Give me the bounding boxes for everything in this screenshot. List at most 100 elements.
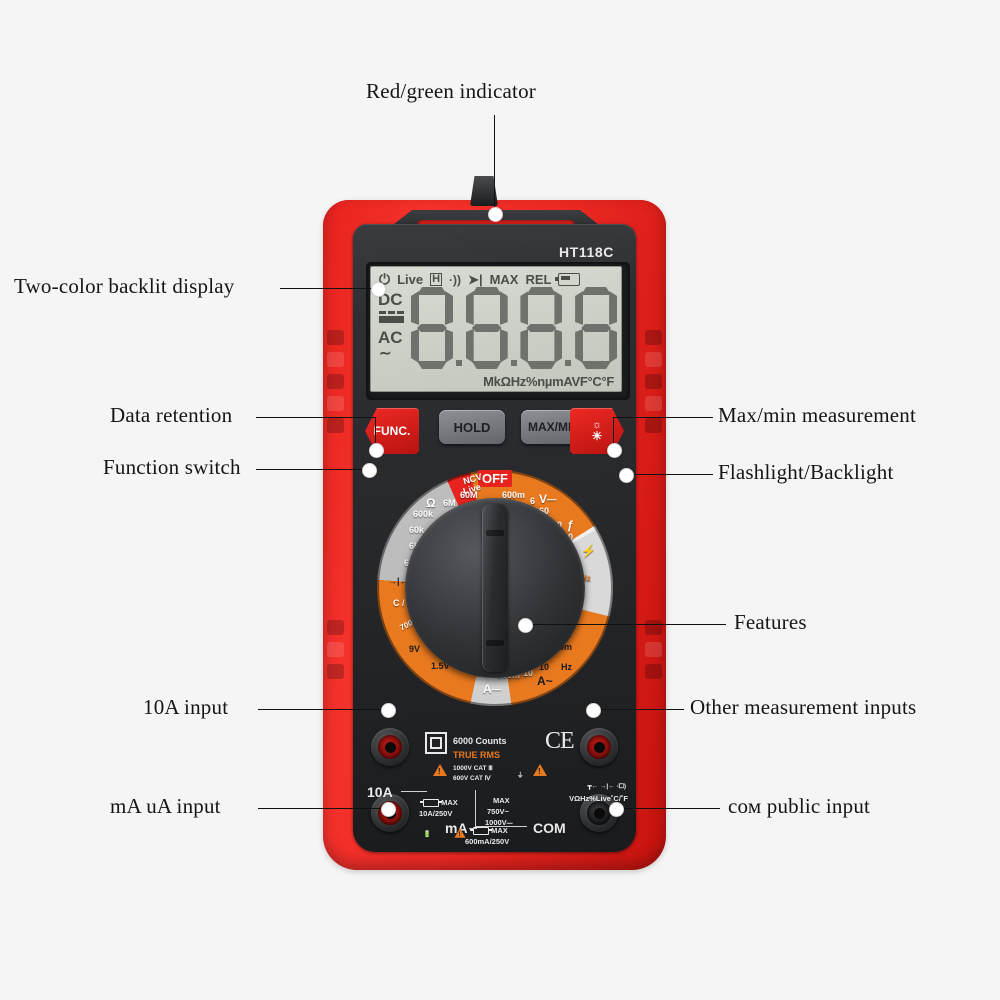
label-volt-ohm-jack: VΩHz%Live˚C/˚F (569, 794, 628, 803)
max-10a-line-2: 10A/250V (419, 809, 453, 818)
model-label: HT118C (559, 244, 614, 260)
button-row: FUNC. HOLD MAX/MIN ☼ ☀ (357, 404, 632, 460)
leader-max-min-v (613, 417, 615, 447)
dot-features (518, 618, 533, 633)
dot-10a-input (381, 703, 396, 718)
ac-wave-icon: ∼ (379, 345, 392, 362)
leader-features (524, 624, 726, 626)
max-com-line-2: 750V~ (487, 807, 509, 816)
dot-flashlight-backlight (619, 468, 634, 483)
flashlight-icon: ☀ (591, 429, 603, 443)
rel-indicator: REL (525, 272, 552, 287)
dial-option-ac-10a[interactable]: 10 (539, 662, 550, 672)
label-com: COM (533, 820, 566, 836)
max-ma-line-1: MAX (470, 826, 508, 836)
rotary-dial[interactable]: OFF NCV Live Ω 6M 60M 600k 60k 6k 600 →|… (371, 468, 619, 720)
cat-rating-line-1: 1000V CAT Ⅲ (453, 765, 493, 772)
hold-button[interactable]: HOLD (439, 410, 505, 444)
dial-unit-dc-amps: A⏤ (483, 682, 502, 696)
holster-top-knob (470, 176, 498, 206)
live-indicator: Live (397, 272, 424, 287)
continuity-icon: ·)) (449, 272, 462, 287)
diode-icon: ➤| (468, 271, 483, 287)
max-com-line-3: 1000V⏤ (485, 818, 513, 827)
leader-other-measurement-inputs (592, 709, 684, 711)
dial-hub[interactable] (405, 498, 585, 678)
dial-option-6m[interactable]: 6M (443, 498, 456, 508)
dial-option-battery-1-5v[interactable]: 1.5V (431, 661, 450, 671)
counts-label: 6000 Counts (453, 736, 507, 746)
lcd-display: ⏻ Live H ·)) ➤| MAX REL DC AC ∼ (370, 266, 622, 392)
dc-solid-bar-icon (379, 316, 404, 323)
power-icon: ⏻ (379, 271, 391, 287)
dial-option-60m[interactable]: 60M (460, 490, 478, 500)
max-indicator: MAX (489, 272, 519, 287)
leader-ma-ua-input (258, 808, 385, 810)
lcd-units-row: MkΩHz%nµmAVF°C°F (483, 374, 614, 389)
leader-10a-input (258, 709, 385, 711)
callout-flashlight-backlight: Flashlight/Backlight (718, 460, 894, 484)
dial-option-60k[interactable]: 60k (409, 525, 425, 535)
dial-pointer[interactable] (482, 504, 508, 672)
battery-test-icon: 🔋 (423, 831, 432, 838)
input-jack-panel: 6000 Counts TRUE RMS CE 1000V CAT Ⅲ 600V… (357, 724, 632, 846)
multimeter-device: HT118C ⏻ Live H ·)) ➤| MAX REL DC (323, 176, 666, 879)
callout-ma-ua-input: mA uA input (110, 794, 221, 818)
callout-red-green-indicator: Red/green indicator (366, 79, 536, 103)
lcd-mode-column: DC AC ∼ (378, 291, 412, 361)
hold-indicator: H (430, 273, 443, 286)
callout-max-min-measurement: Max/min measurement (718, 403, 916, 427)
dial-option-temperature[interactable]: C / F (393, 598, 413, 608)
max-com-line-1: MAX (493, 796, 510, 805)
dc-indicator: DC (378, 290, 403, 309)
leader-com-public-input (615, 808, 720, 810)
true-rms-label: TRUE RMS (453, 750, 500, 760)
dial-option-600k[interactable]: 600k (413, 509, 434, 519)
dc-dashed-bar-icon (379, 311, 412, 314)
dial-option-ac-hz[interactable]: Hz (561, 662, 572, 672)
callout-data-retention: Data retention (110, 403, 233, 427)
dot-data-retention (369, 443, 384, 458)
leader-function-switch (256, 469, 368, 471)
lcd-status-row: ⏻ Live H ·)) ➤| MAX REL (379, 271, 615, 288)
callout-function-switch: Function switch (103, 455, 241, 479)
callout-com-public-input: сом public input (728, 794, 871, 818)
earth-ground-icon: ⏚ (517, 772, 524, 779)
max-10a-line-1: MAX (420, 798, 458, 808)
dial-symbol-ohm: Ω (426, 496, 436, 510)
dial-option-dcv-60[interactable]: 60 (539, 506, 550, 516)
dial-option-battery-9v[interactable]: 9V (409, 644, 421, 654)
double-insulation-icon (425, 732, 447, 754)
dot-com-public-input (609, 802, 624, 817)
leader-data-retention-h (256, 417, 376, 419)
backlight-icon: ☼ (591, 419, 603, 431)
dial-mark-hz: Hz (581, 574, 591, 583)
dial-option-off[interactable]: OFF (478, 470, 512, 487)
dot-two-color-backlit-display (371, 282, 386, 297)
dial-option-10-a[interactable]: 10 (523, 668, 534, 678)
warning-triangle-icon-left (433, 764, 447, 776)
cat-rating-line-2: 600V CAT Ⅳ (453, 775, 491, 782)
callout-features: Features (734, 610, 807, 634)
jack-volt-ohm[interactable] (580, 728, 618, 766)
dot-ma-ua-input (381, 802, 396, 817)
dial-unit-dc-volts: V⏤ (539, 492, 557, 506)
battery-icon (555, 273, 581, 286)
dial-option-dcv-600m[interactable]: 600m (502, 490, 526, 500)
dial-option-dcv-6[interactable]: 6 (530, 496, 536, 506)
ce-mark: CE (545, 728, 575, 754)
dial-mark-frequency: ƒ (567, 518, 574, 532)
leader-red-green-indicator (494, 115, 496, 210)
max-ma-line-2: 600mA/250V (465, 837, 510, 846)
callout-10a-input: 10A input (143, 695, 229, 719)
label-10a: 10A (367, 784, 393, 800)
warning-triangle-icon-bottom (454, 828, 466, 838)
dot-other-measurement-inputs (586, 703, 601, 718)
dot-red-green-indicator (488, 207, 503, 222)
jack-10a[interactable] (371, 728, 409, 766)
callout-other-measurement-inputs: Other measurement inputs (690, 695, 917, 719)
warning-triangle-icon-right (533, 764, 547, 776)
dot-function-switch (362, 463, 377, 478)
ac-indicator: AC (378, 328, 403, 347)
callout-two-color-backlit-display: Two-color backlit display (14, 274, 235, 298)
